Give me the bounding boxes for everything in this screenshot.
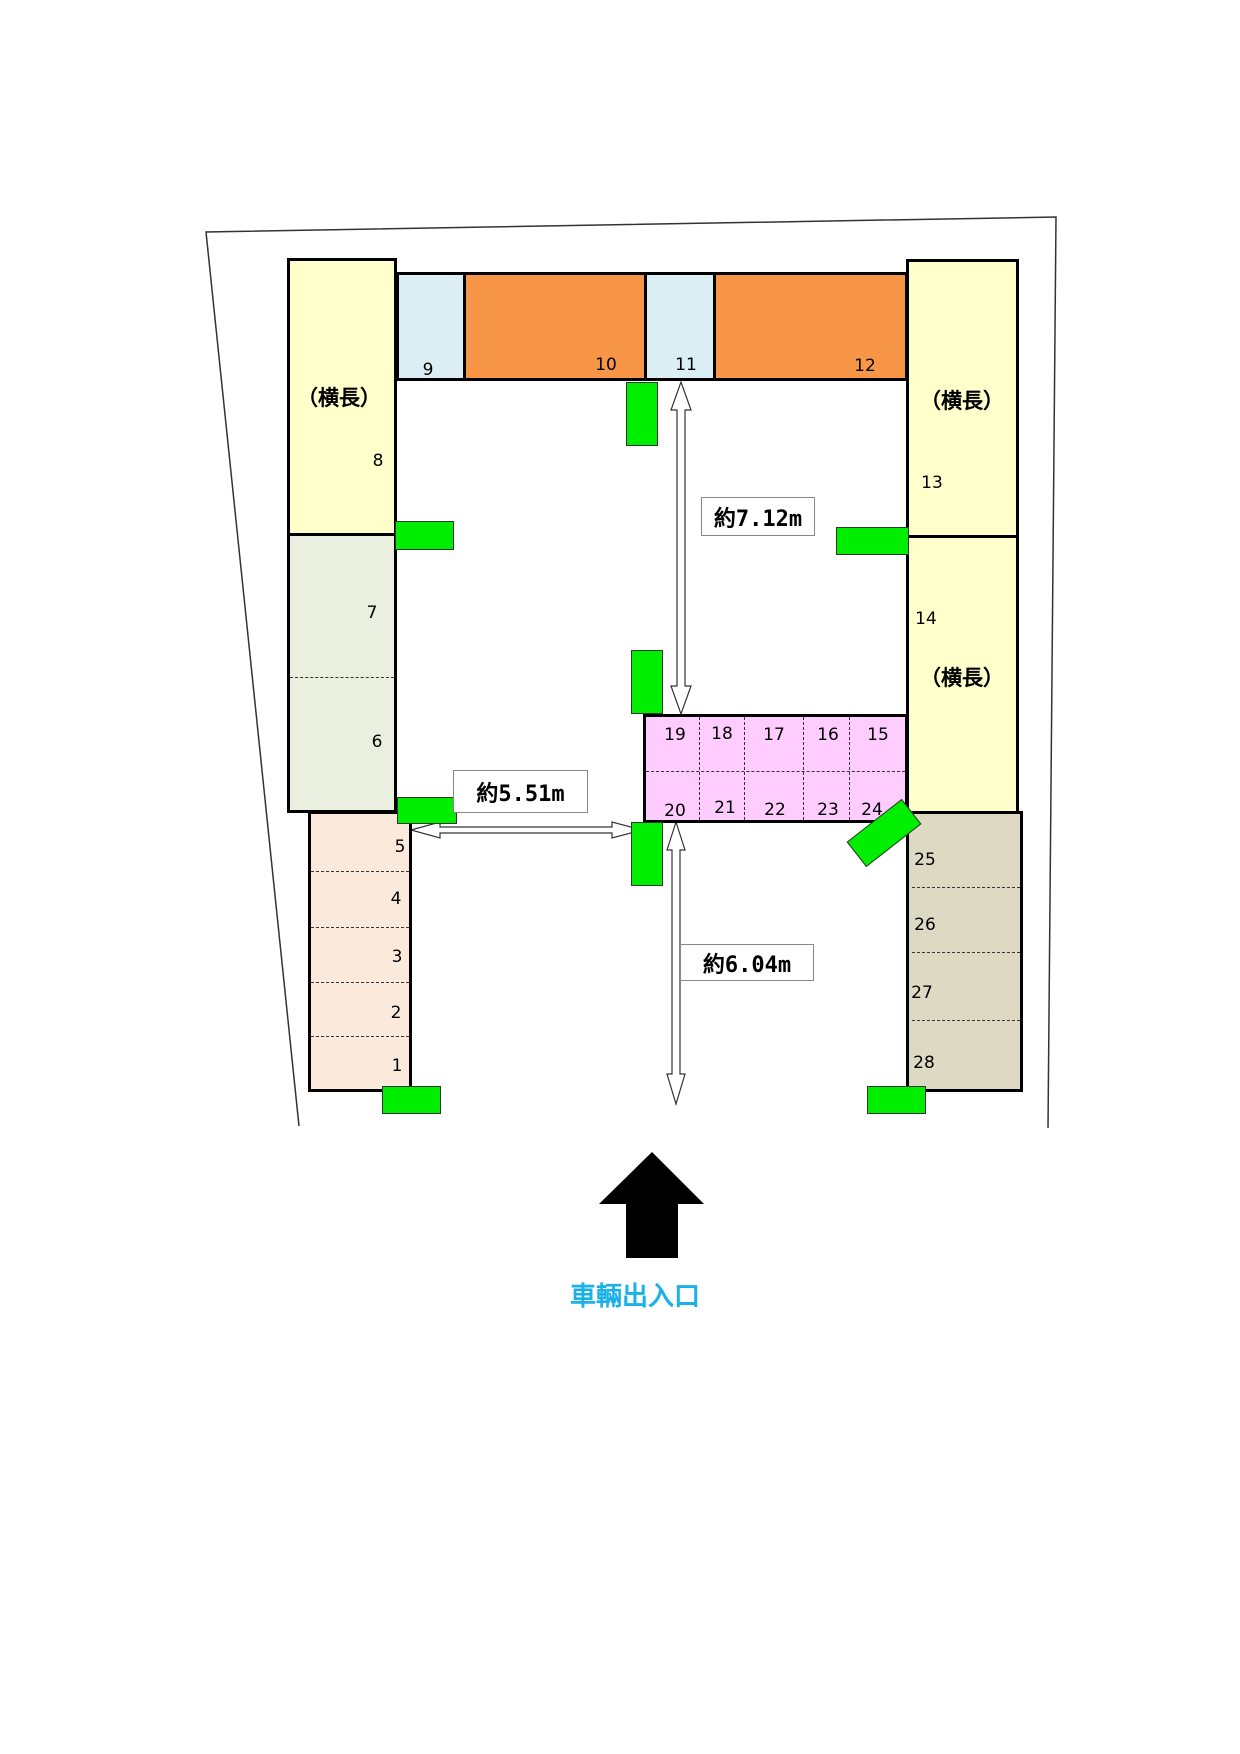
landscape-note: （横長） [920,666,1004,690]
space-8 [287,258,397,536]
space-number: 22 [764,800,786,820]
marker [836,527,909,555]
marker [626,382,658,446]
dimension-arrow-5-51 [408,821,645,839]
space-13 [906,259,1019,538]
space-9 [396,272,466,381]
marker [631,650,663,714]
space-number: 18 [711,724,733,744]
landscape-note: （横長） [920,389,1004,413]
space-15-24 [643,714,908,823]
space-number: 27 [911,983,933,1003]
space-14 [906,535,1019,815]
space-number: 20 [664,801,686,821]
space-number: 2 [390,1003,402,1023]
space-number: 13 [921,473,943,493]
site-boundary [205,216,1057,1129]
space-number: 17 [763,725,785,745]
marker [395,521,454,550]
space-25-28 [906,811,1023,1092]
marker [397,797,457,824]
space-number: 25 [914,850,936,870]
space-number: 11 [675,355,697,375]
space-number: 16 [817,725,839,745]
space-number: 21 [714,798,736,818]
space-number: 26 [914,915,936,935]
space-number: 28 [913,1053,935,1073]
vehicle-entrance-label: 車輛出入口 [569,1282,700,1312]
space-number: 9 [422,360,434,380]
dimension-label-5-51: 約5.51m [453,770,588,813]
dimension-label-6-04: 約6.04m [680,944,814,981]
entrance-arrow-icon [599,1152,704,1258]
landscape-note: （横長） [297,386,381,410]
space-number: 24 [861,800,883,820]
space-number: 15 [867,725,889,745]
dimension-arrow-7-12 [670,380,692,716]
space-number: 12 [854,356,876,376]
space-number: 10 [595,355,617,375]
marker [631,822,663,886]
space-number: 23 [817,800,839,820]
space-number: 3 [391,947,403,967]
space-1-5 [308,811,412,1092]
space-number: 1 [391,1056,403,1076]
space-number: 6 [371,732,383,752]
marker [867,1086,926,1114]
space-number: 14 [915,609,937,629]
space-6-7 [287,533,397,813]
dimension-label-7-12: 約7.12m [701,497,815,536]
space-10 [463,272,647,381]
space-number: 4 [390,889,402,909]
space-number: 5 [394,837,406,857]
dimension-arrow-6-04 [666,820,686,1107]
marker [382,1086,441,1114]
space-number: 19 [664,725,686,745]
space-12 [713,272,908,381]
space-number: 7 [366,603,378,623]
space-number: 8 [372,451,384,471]
